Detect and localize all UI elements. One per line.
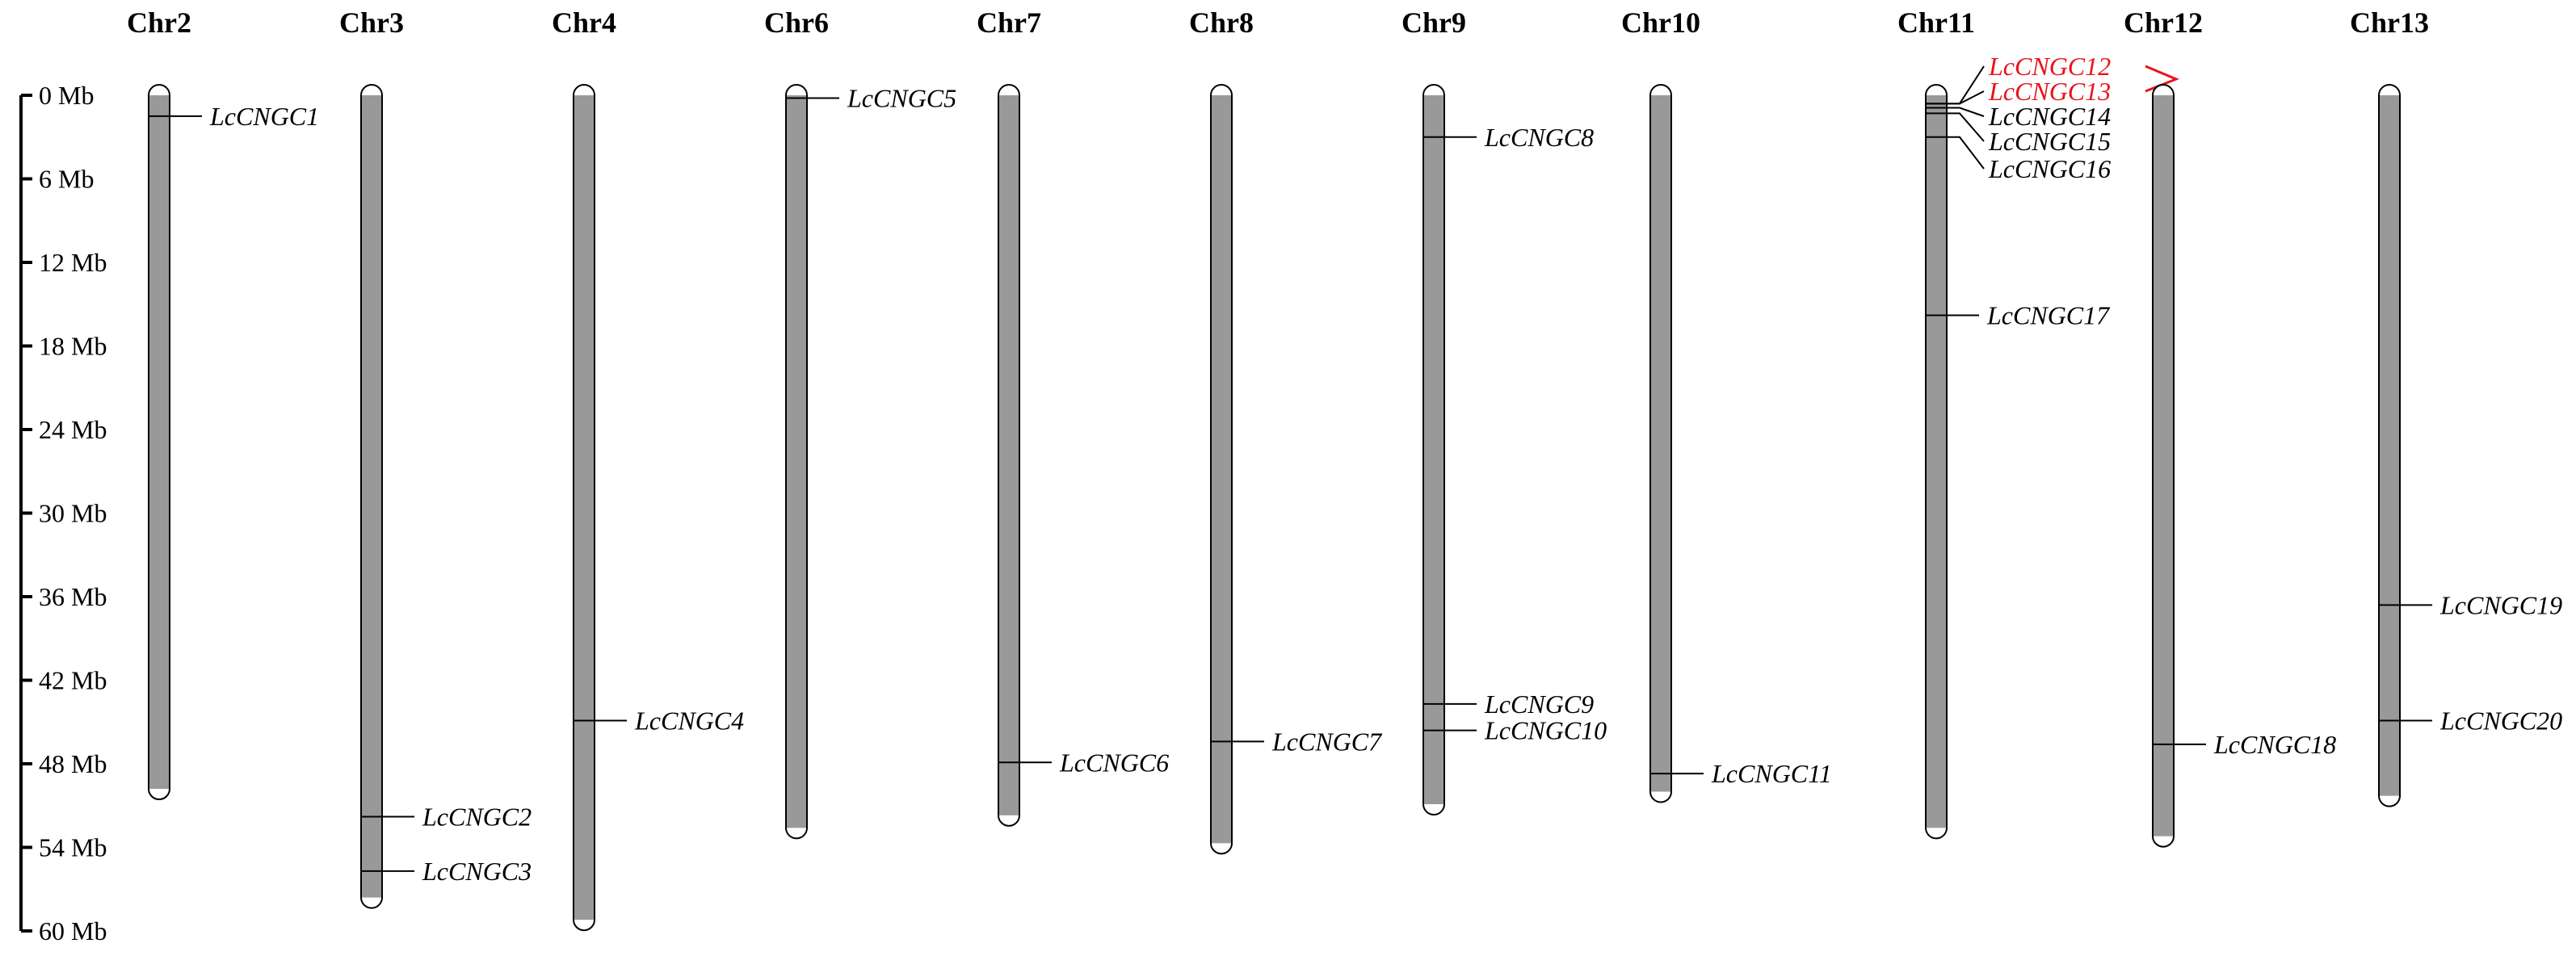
gene-label-lccngc15: LcCNGC15 — [1988, 127, 2111, 156]
chromosome-outline — [998, 84, 1020, 827]
gene-label-lccngc20: LcCNGC20 — [2439, 706, 2562, 736]
chromosome-body — [149, 95, 170, 790]
chromosome-body — [998, 95, 1019, 815]
scale-tick-label: 12 Mb — [39, 248, 107, 277]
scale-tick-label: 42 Mb — [39, 666, 107, 695]
gene-label-lccngc4: LcCNGC4 — [634, 706, 744, 736]
gene-label-lccngc7: LcCNGC7 — [1271, 727, 1383, 756]
chromosomes: Chr2LcCNGC1Chr3LcCNGC2LcCNGC3Chr4LcCNGC4… — [127, 6, 2562, 932]
chromosome-body — [1650, 95, 1671, 792]
gene-label-lccngc8: LcCNGC8 — [1484, 123, 1594, 152]
scale-tick-label: 48 Mb — [39, 749, 107, 778]
gene-label-lccngc16: LcCNGC16 — [1988, 154, 2111, 183]
gene-connector — [1947, 107, 1985, 117]
chromosome-body — [1211, 95, 1232, 844]
gene-label-lccngc14: LcCNGC14 — [1988, 102, 2111, 131]
chromosome-outline — [148, 84, 170, 801]
gene-connector — [1947, 65, 1985, 105]
gene-label-lccngc11: LcCNGC11 — [1711, 759, 1832, 788]
chromosome-outline — [360, 84, 383, 909]
chromosome-label: Chr12 — [2124, 6, 2203, 39]
chromosome-body — [1423, 95, 1444, 805]
chromosome-label: Chr7 — [977, 6, 1041, 39]
chromosome-outline — [1210, 84, 1233, 855]
chromosome-outline — [2378, 84, 2401, 807]
scale-tick-label: 24 Mb — [39, 415, 107, 444]
chromosome-body — [361, 95, 382, 898]
chromosome-body — [1926, 95, 1947, 828]
chromosome-label: Chr3 — [339, 6, 404, 39]
gene-label-lccngc17: LcCNGC17 — [1986, 301, 2111, 330]
chromosome-body — [786, 95, 807, 828]
chromosome-label: Chr10 — [1621, 6, 1700, 39]
gene-connector — [1947, 136, 1985, 170]
chromosome-label: Chr4 — [552, 6, 616, 39]
gene-label-lccngc18: LcCNGC18 — [2213, 730, 2336, 759]
chromosome-outline — [573, 84, 595, 932]
chromosome-label: Chr9 — [1401, 6, 1466, 39]
gene-label-lccngc2: LcCNGC2 — [422, 803, 532, 832]
chromosome-body — [2379, 95, 2400, 796]
chromosome-outline — [2152, 84, 2175, 848]
scale-tick-label: 6 Mb — [39, 165, 94, 194]
scale-tick-label: 30 Mb — [39, 499, 107, 528]
chromosome-label: Chr6 — [764, 6, 829, 39]
chromosome-label: Chr11 — [1897, 6, 1975, 39]
scale-tick-label: 0 Mb — [39, 81, 94, 110]
gene-label-lccngc3: LcCNGC3 — [422, 857, 532, 886]
scale-tick-label: 18 Mb — [39, 332, 107, 361]
chromosome-outline — [785, 84, 808, 840]
scale-bar: 0 Mb 6 Mb 12 Mb 18 Mb 24 Mb 30 Mb 36 Mb 42 Mb 48… — [19, 81, 107, 945]
scale-tick-label: 60 Mb — [39, 916, 107, 945]
scale-tick-label: 36 Mb — [39, 582, 107, 611]
gene-label-lccngc10: LcCNGC10 — [1484, 716, 1607, 745]
gene-label-lccngc5: LcCNGC5 — [847, 83, 956, 112]
gene-label-lccngc6: LcCNGC6 — [1059, 748, 1169, 777]
gene-connector — [1947, 112, 1985, 142]
chromosome-outline — [1925, 84, 1948, 840]
chromosome-outline — [1649, 84, 1672, 803]
gene-label-lccngc13: LcCNGC13 — [1988, 77, 2111, 106]
gene-connector — [1947, 90, 1985, 105]
chromosome-body — [2153, 95, 2174, 836]
gene-label-lccngc1: LcCNGC1 — [209, 102, 319, 131]
chromosome-body — [574, 95, 595, 920]
gene-label-lccngc12: LcCNGC12 — [1988, 52, 2111, 81]
gene-label-lccngc9: LcCNGC9 — [1484, 690, 1594, 719]
gene-label-lccngc19: LcCNGC19 — [2439, 590, 2562, 619]
chromosome-label: Chr13 — [2350, 6, 2429, 39]
chromosome-label: Chr2 — [127, 6, 191, 39]
chromosome-label: Chr8 — [1189, 6, 1254, 39]
chromosome-chr11: Chr11LcCNGC12LcCNGC13LcCNGC14LcCNGC15LcC… — [1897, 6, 2179, 840]
chromosome-outline — [1422, 84, 1445, 816]
scale-tick-label: 54 Mb — [39, 833, 107, 862]
